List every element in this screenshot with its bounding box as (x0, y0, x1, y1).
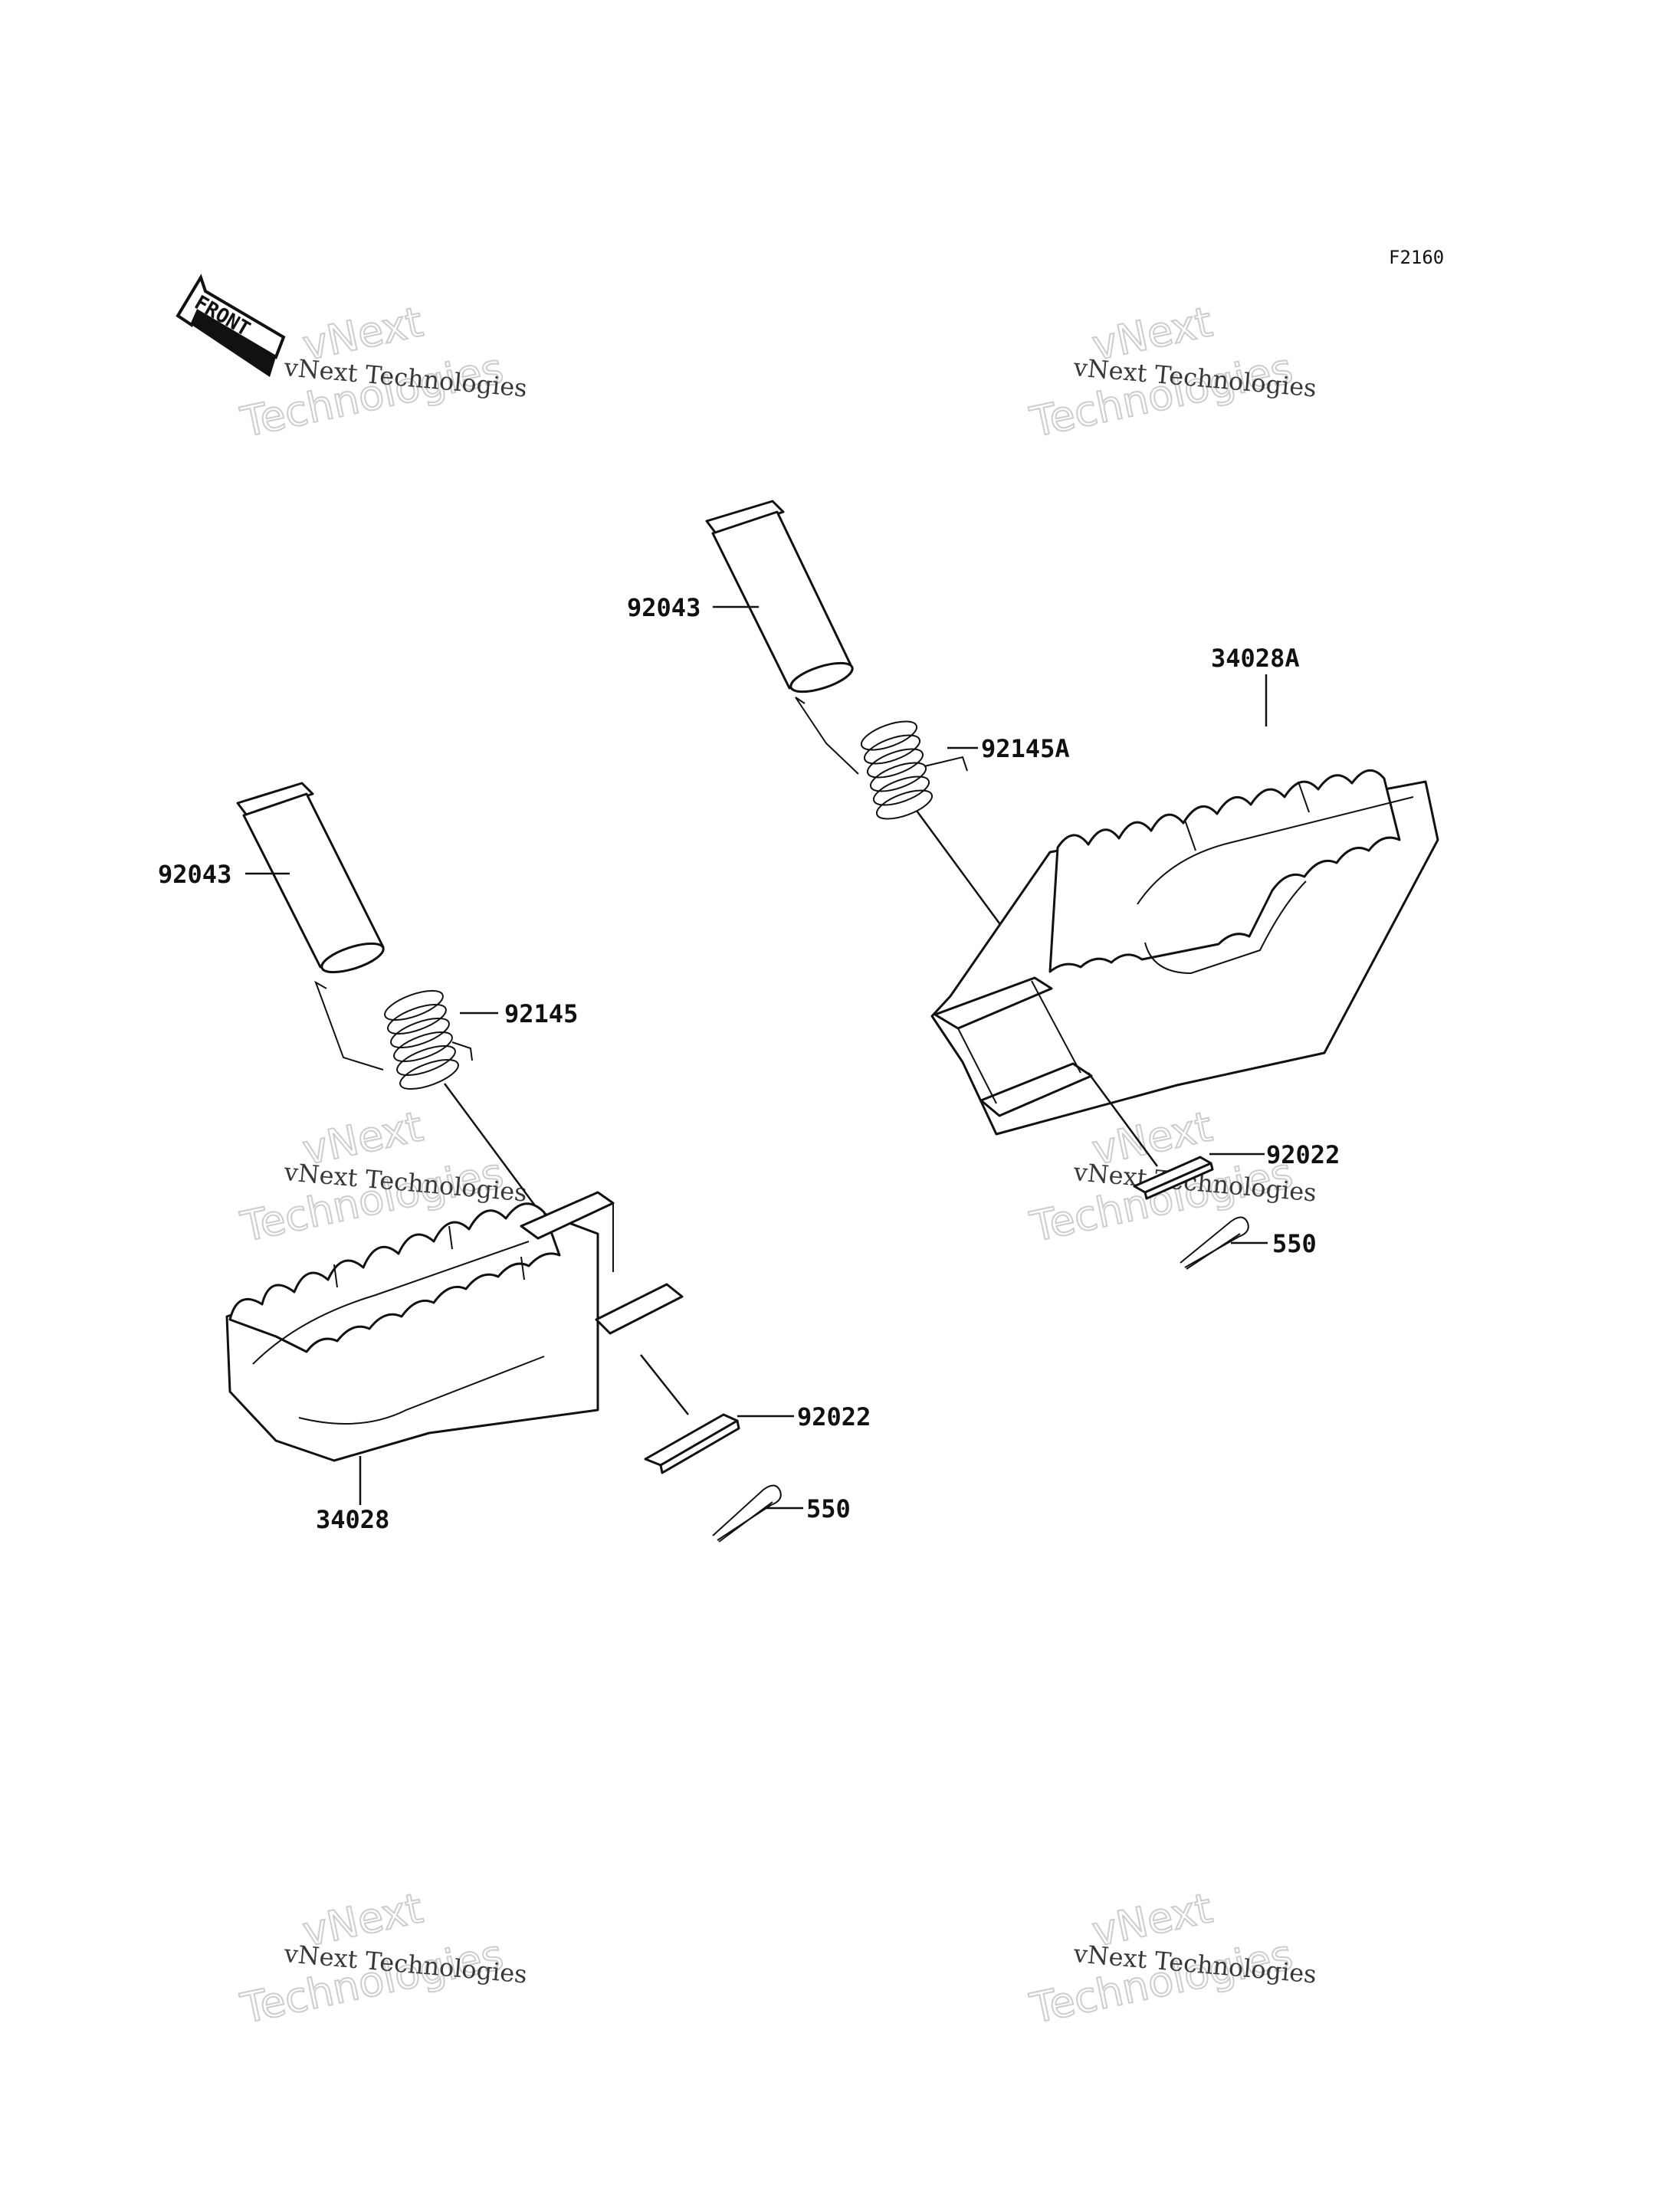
axis-line-left-spring (443, 1083, 543, 1215)
axis-line-right-spring (915, 810, 1012, 939)
callout-right-pin: 92043 (627, 593, 701, 622)
callout-right-spring: 92145A (981, 734, 1070, 763)
right-footpeg (930, 769, 1439, 1136)
callout-left-pin: 92043 (158, 860, 231, 889)
left-pivot-pin (236, 782, 385, 974)
callout-left-cotter: 550 (806, 1494, 851, 1523)
right-cotter-pin (1180, 1216, 1249, 1270)
axis-line-left-washer (640, 1354, 689, 1415)
callout-left-washer: 92022 (797, 1402, 871, 1431)
left-washer (644, 1413, 740, 1474)
right-torsion-spring (795, 697, 968, 820)
callout-right-footpeg: 34028A (1211, 644, 1300, 673)
left-torsion-spring (314, 980, 473, 1090)
right-washer (1133, 1156, 1214, 1200)
callout-left-footpeg: 34028 (316, 1505, 389, 1534)
front-arrow-icon: FRONT (176, 274, 286, 377)
left-cotter-pin (712, 1484, 782, 1543)
axis-line-right-washer (1087, 1072, 1159, 1167)
diagram-code: F2160 (1389, 247, 1444, 268)
callout-right-washer: 92022 (1266, 1140, 1340, 1169)
left-footpeg (225, 1191, 684, 1462)
callout-right-cotter: 550 (1272, 1229, 1317, 1258)
right-pivot-pin (705, 500, 854, 694)
callout-left-spring: 92145 (504, 999, 578, 1028)
